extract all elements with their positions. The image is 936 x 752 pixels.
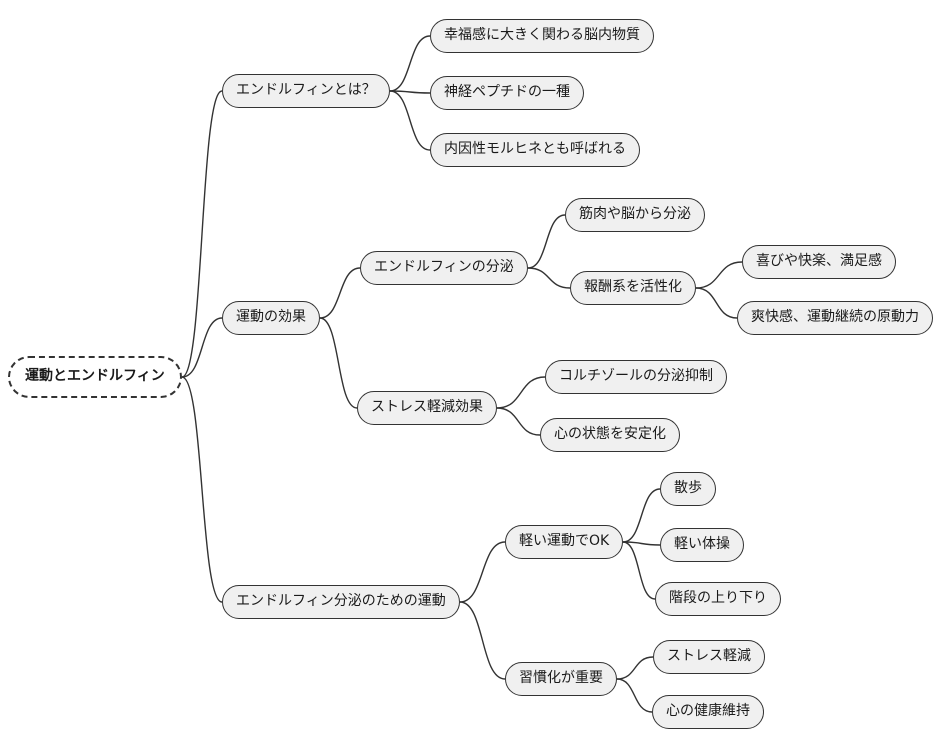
edge-connector — [496, 407, 541, 436]
node-exercise-for-secretion[interactable]: エンドルフィン分泌のための運動 — [222, 585, 460, 619]
node-stress-reduction-effect[interactable]: ストレス軽減効果 — [357, 391, 497, 425]
edge-connector — [622, 541, 661, 546]
node-stairs-up-down[interactable]: 階段の上り下り — [655, 582, 781, 616]
node-light-gymnastics[interactable]: 軽い体操 — [660, 528, 744, 562]
node-joy-pleasure[interactable]: 喜びや快楽、満足感 — [742, 245, 896, 279]
node-endorphin-secretion[interactable]: エンドルフィンの分泌 — [360, 251, 528, 285]
edge-connector — [527, 214, 566, 269]
edge-connector — [622, 541, 656, 600]
node-reward-system[interactable]: 報酬系を活性化 — [570, 271, 696, 305]
node-what-is-endorphin[interactable]: エンドルフィンとは？ — [222, 74, 390, 108]
node-stress-relief[interactable]: ストレス軽減 — [653, 640, 765, 674]
edge-connector — [319, 267, 361, 319]
edge-connector — [616, 678, 653, 713]
node-exercise-effects[interactable]: 運動の効果 — [222, 301, 320, 335]
node-light-exercise-ok[interactable]: 軽い運動でOK — [505, 525, 624, 559]
edge-connector — [695, 287, 738, 319]
node-secreted-muscle-brain[interactable]: 筋肉や脳から分泌 — [565, 198, 705, 232]
node-cortisol-suppression[interactable]: コルチゾールの分泌抑制 — [545, 360, 727, 394]
edge-connector — [496, 376, 546, 409]
node-neuropeptide[interactable]: 神経ペプチドの一種 — [430, 76, 584, 110]
edge-connector — [181, 317, 223, 378]
node-brain-substance[interactable]: 幸福感に大きく関わる脳内物質 — [430, 19, 654, 53]
node-endogenous-morphine[interactable]: 内因性モルヒネとも呼ばれる — [430, 133, 640, 167]
edge-connector — [527, 267, 571, 289]
edge-connector — [616, 656, 654, 680]
node-refreshment-motivation[interactable]: 爽快感、運動継続の原動力 — [737, 301, 933, 335]
edge-connector — [389, 35, 431, 92]
edge-connector — [695, 261, 743, 289]
edge-connector — [389, 90, 431, 94]
node-walking[interactable]: 散歩 — [660, 472, 716, 506]
edge-connector — [622, 488, 661, 543]
node-mind-stabilization[interactable]: 心の状態を安定化 — [540, 418, 680, 452]
node-habit-important[interactable]: 習慣化が重要 — [505, 662, 617, 696]
edge-connector — [459, 601, 506, 680]
edge-connector — [181, 376, 223, 603]
edge-connector — [389, 90, 431, 151]
edge-connector — [459, 541, 506, 603]
node-mental-health[interactable]: 心の健康維持 — [652, 695, 764, 729]
edge-connector — [319, 317, 358, 409]
node-root[interactable]: 運動とエンドルフィン — [8, 356, 182, 398]
edge-connector — [181, 90, 223, 378]
